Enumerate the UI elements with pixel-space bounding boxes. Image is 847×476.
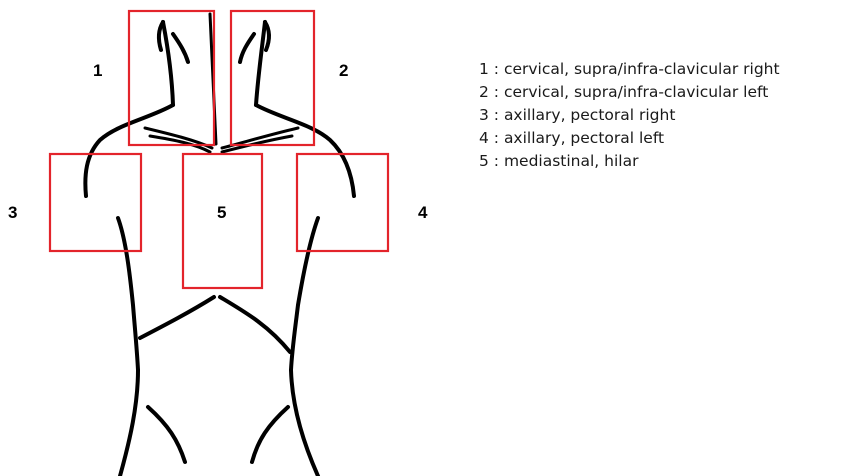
region-label-1: 1 xyxy=(93,61,102,80)
region-label-5: 5 xyxy=(217,203,226,222)
legend-item-4: 4 : axillary, pectoral left xyxy=(479,127,780,150)
region-label-3: 3 xyxy=(8,203,17,222)
region-label-4: 4 xyxy=(418,203,428,222)
legend-item-1: 1 : cervical, supra/infra-clavicular rig… xyxy=(479,58,780,81)
legend-item-3: 3 : axillary, pectoral right xyxy=(479,104,780,127)
region-label-2: 2 xyxy=(339,61,348,80)
legend-item-2: 2 : cervical, supra/infra-clavicular lef… xyxy=(479,81,780,104)
region-legend: 1 : cervical, supra/infra-clavicular rig… xyxy=(479,58,780,173)
legend-item-5: 5 : mediastinal, hilar xyxy=(479,150,780,173)
region-box-3 xyxy=(50,154,141,251)
